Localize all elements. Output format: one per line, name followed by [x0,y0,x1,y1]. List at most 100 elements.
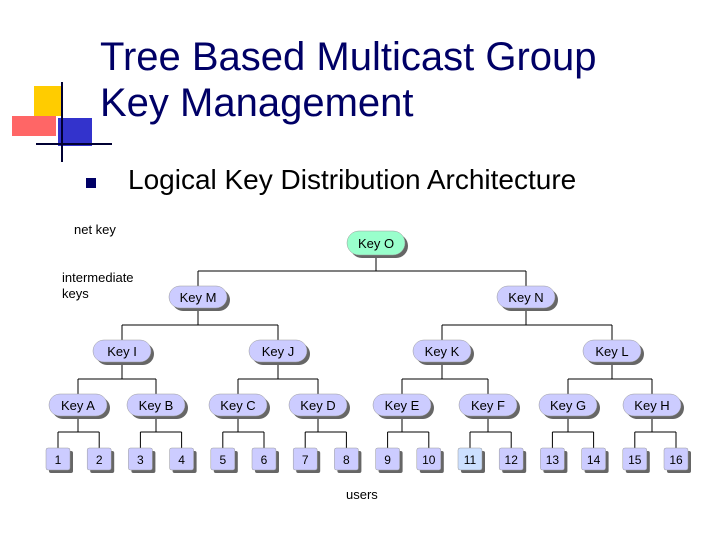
node-key-d-box [288,393,348,417]
node-key-g-box [538,393,598,417]
user-3-label: 3 [137,453,144,467]
user-4-label: 4 [178,453,185,467]
user-9-label: 9 [384,453,391,467]
node-key-e: Key E [372,393,434,419]
user-9-box [375,447,400,471]
user-1: 1 [45,447,73,473]
user-8-label: 8 [343,453,350,467]
user-9: 9 [375,447,403,473]
user-12-box [498,447,524,471]
user-5: 5 [210,447,238,473]
node-key-m-label: Key M [180,290,217,305]
intermediate-label-line-2: keys [62,286,89,301]
user-10: 10 [416,447,444,473]
node-key-c-box [208,393,268,417]
node-key-c-label: Key C [220,398,255,413]
user-14-label: 14 [587,453,601,467]
user-1-box [45,447,71,471]
user-12-label: 12 [505,453,519,467]
slide-title: Tree Based Multicast Group Key Managemen… [100,34,700,126]
user-8: 8 [334,447,362,473]
user-11: 11 [457,447,485,473]
user-15-box [622,447,648,471]
user-16-label: 16 [669,453,683,467]
user-11-label: 11 [464,453,477,467]
user-6-box [251,447,277,471]
user-4: 4 [169,447,197,473]
node-key-j-box [248,339,308,363]
user-10-box [416,447,442,471]
node-key-n-box [496,285,556,309]
user-12: 12 [498,447,527,473]
node-key-c: Key C [208,393,270,419]
node-key-f-label: Key F [471,398,505,413]
node-key-o-label: Key O [358,236,394,251]
intermediate-label-line-1: intermediate [62,270,134,285]
user-4-box [169,447,194,471]
deco-red-square [12,116,56,136]
node-key-k: Key K [412,339,474,365]
user-13-label: 13 [546,453,560,467]
deco-yellow-square [34,86,62,116]
node-key-m: Key M [168,285,230,311]
user-3: 3 [128,447,156,473]
node-key-a: Key A [48,393,110,419]
node-key-b-label: Key B [139,398,174,413]
bullet-square-icon [86,178,96,188]
user-7-box [292,447,318,471]
title-decoration [12,82,112,162]
node-key-j: Key J [248,339,310,365]
user-5-box [210,447,236,471]
node-key-e-box [372,393,432,417]
node-key-a-label: Key A [61,398,95,413]
user-11-box [457,447,483,471]
node-key-m-box [168,285,228,309]
net-key-label: net key [74,222,116,237]
user-14: 14 [581,447,609,473]
user-3-box [128,447,153,471]
node-key-f-box [458,393,518,417]
node-key-g: Key G [538,393,600,419]
user-13-box [540,447,565,471]
user-2-label: 2 [96,453,103,467]
title-line-2: Key Management [100,81,414,125]
user-6-label: 6 [261,453,268,467]
node-key-i: Key I [92,339,154,365]
user-2-box [86,447,112,471]
intermediate-keys-label: intermediate keys [62,270,134,302]
deco-blue-square [58,118,92,146]
node-key-g-label: Key G [550,398,586,413]
user-13: 13 [540,447,568,473]
node-key-i-box [92,339,152,363]
node-key-o: Key O [346,230,408,258]
node-key-b: Key B [126,393,188,419]
user-1-label: 1 [55,453,62,467]
node-key-d-label: Key D [300,398,335,413]
node-key-n: Key N [496,285,558,311]
node-key-l-label: Key L [595,344,628,359]
node-key-h-label: Key H [634,398,669,413]
node-key-f: Key F [458,393,520,419]
node-key-h-box [622,393,682,417]
user-16: 16 [663,447,691,473]
title-line-1: Tree Based Multicast Group [100,35,597,79]
users-label: users [346,487,378,502]
user-15: 15 [622,447,650,473]
node-key-l-box [582,339,642,363]
user-15-label: 15 [628,453,642,467]
node-key-j-label: Key J [262,344,295,359]
node-key-a-box [48,393,108,417]
node-key-d: Key D [288,393,350,419]
user-2: 2 [86,447,115,473]
node-key-o-box [346,230,406,256]
user-5-label: 5 [219,453,226,467]
user-14-box [581,447,606,471]
node-key-i-label: Key I [107,344,137,359]
node-key-k-box [412,339,472,363]
node-key-b-box [126,393,186,417]
node-key-h: Key H [622,393,684,419]
bullet-text: Logical Key Distribution Architecture [128,164,577,195]
user-6: 6 [251,447,279,473]
